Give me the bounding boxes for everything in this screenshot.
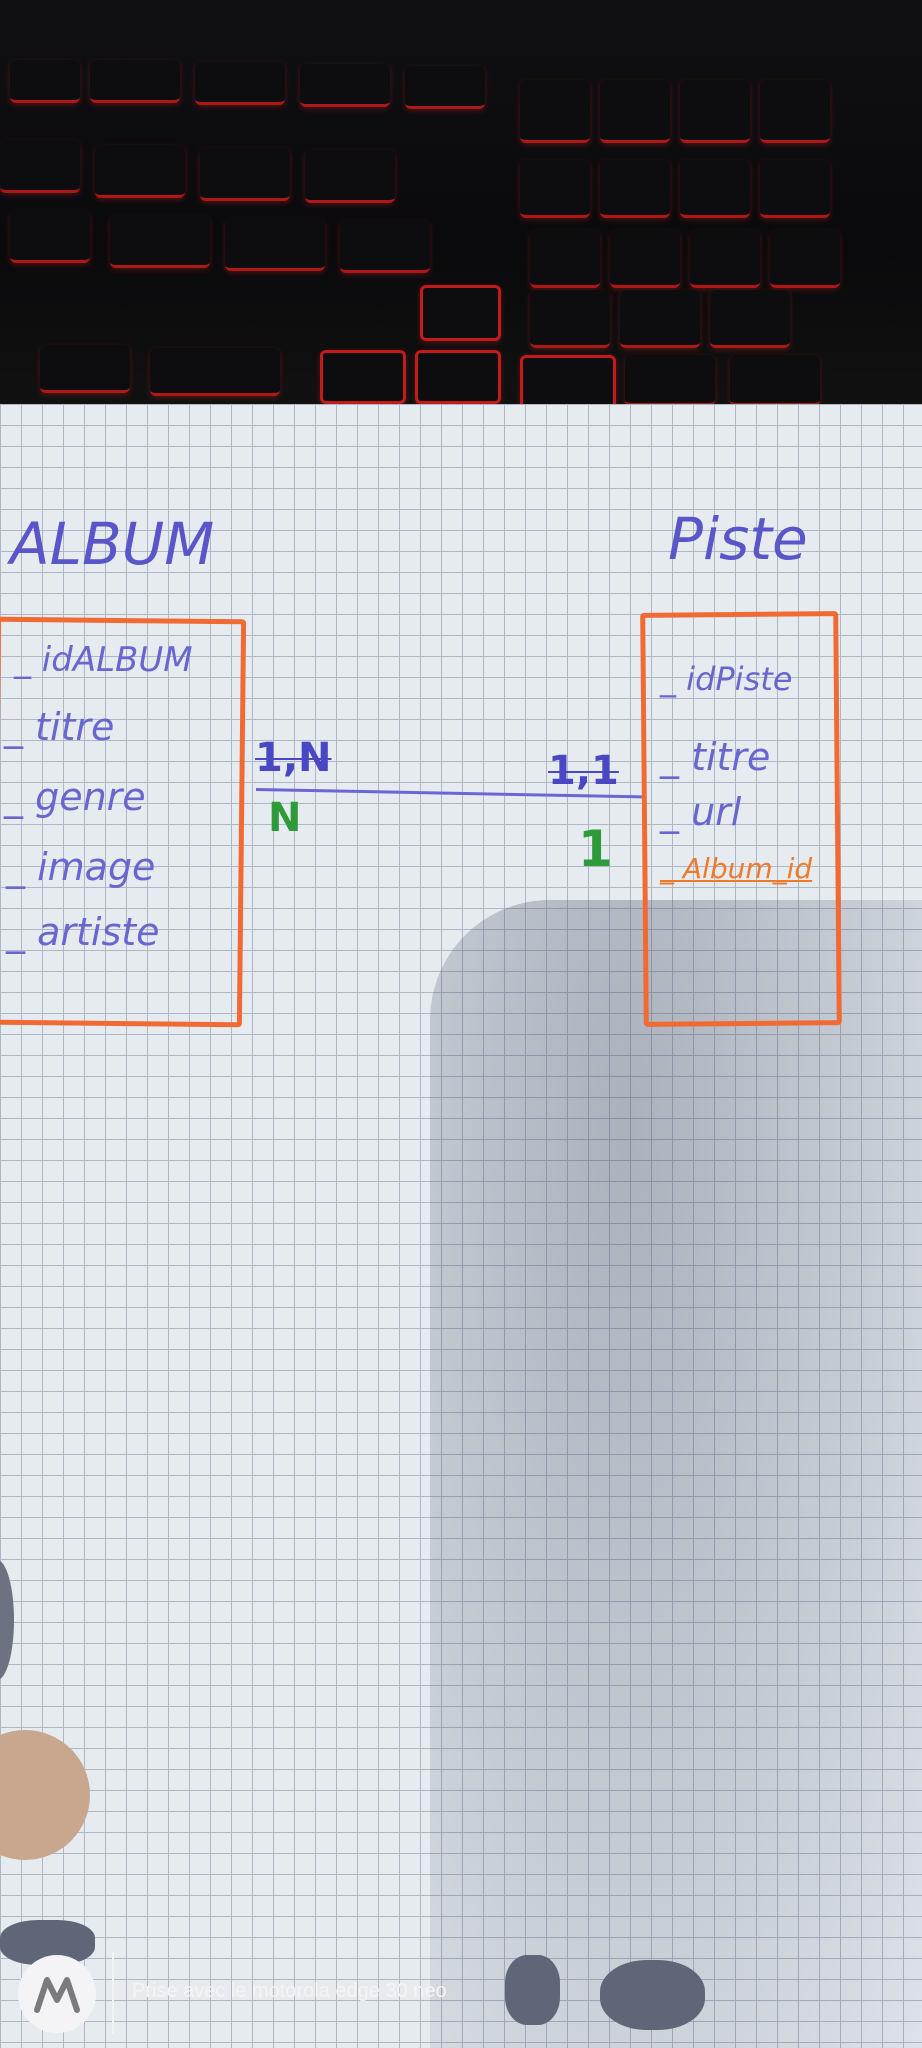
cardinality-left: 1,N xyxy=(255,735,332,781)
keyboard-key xyxy=(600,80,670,143)
keyboard-key xyxy=(195,62,285,105)
keyboard-arrow-up-key xyxy=(420,285,501,341)
piste-attr-album-fk: _ Album_id xyxy=(660,852,813,885)
cardinality-right-correction: 1 xyxy=(578,820,613,878)
finger-edge xyxy=(0,1560,14,1680)
keyboard-key xyxy=(530,230,600,288)
keyboard-key xyxy=(680,160,750,218)
keyboard-arrow-left-key xyxy=(320,350,406,404)
watermark-text: Prise avec le motorola edge 30 neo xyxy=(132,1980,447,2002)
motorola-m-icon xyxy=(34,1977,80,2013)
keyboard-key xyxy=(305,150,395,203)
keyboard-key xyxy=(520,160,590,218)
album-attr-image: _ image xyxy=(6,845,156,889)
entity-title-album: ALBUM xyxy=(10,510,215,578)
entity-title-piste: Piste xyxy=(668,505,808,573)
keyboard-key xyxy=(760,160,830,218)
album-attr-titre: _ titre xyxy=(4,705,115,749)
cardinality-left-correction: N xyxy=(268,795,302,841)
piste-attr-id: _ idPiste xyxy=(660,660,793,698)
keyboard-key xyxy=(770,230,840,288)
keyboard-key xyxy=(340,220,430,273)
grid-paper-sheet xyxy=(0,404,922,2048)
keyboard-key xyxy=(225,218,325,271)
keyboard-key xyxy=(625,355,715,406)
keyboard-key xyxy=(200,148,290,201)
keyboard-key xyxy=(600,160,670,218)
piste-attr-titre: _ titre xyxy=(660,735,771,779)
keyboard-key xyxy=(690,230,760,288)
finger-blob xyxy=(600,1960,705,2030)
keyboard-arrow-down-key xyxy=(415,350,501,404)
laptop-keyboard xyxy=(0,0,922,410)
keyboard-key xyxy=(620,290,700,348)
keyboard-key xyxy=(10,210,90,263)
keyboard-key xyxy=(10,60,80,103)
keyboard-key xyxy=(405,66,485,109)
album-attr-id: _ idALBUM xyxy=(14,640,193,680)
keyboard-key xyxy=(150,348,280,396)
cardinality-right: 1,1 xyxy=(548,748,619,794)
album-attr-genre: _ genre xyxy=(4,775,146,819)
keyboard-key xyxy=(90,60,180,103)
keyboard-key xyxy=(680,80,750,143)
keyboard-key xyxy=(530,290,610,348)
watermark-separator xyxy=(112,1952,114,2034)
keyboard-key xyxy=(520,80,590,143)
keyboard-key xyxy=(40,345,130,393)
keyboard-key xyxy=(300,64,390,107)
keyboard-arrow-right-key xyxy=(520,355,616,409)
piste-attr-url: _ url xyxy=(660,790,742,834)
keyboard-key xyxy=(110,215,210,268)
hand-shadow xyxy=(430,900,922,2048)
keyboard-key xyxy=(0,140,80,193)
keyboard-key xyxy=(730,355,820,406)
finger-blob xyxy=(505,1955,560,2025)
keyboard-key xyxy=(95,145,185,198)
keyboard-key xyxy=(760,80,830,143)
keyboard-key xyxy=(710,290,790,348)
album-attr-artiste: _ artiste xyxy=(6,910,160,954)
keyboard-key xyxy=(610,230,680,288)
motorola-logo-icon xyxy=(18,1955,96,2033)
